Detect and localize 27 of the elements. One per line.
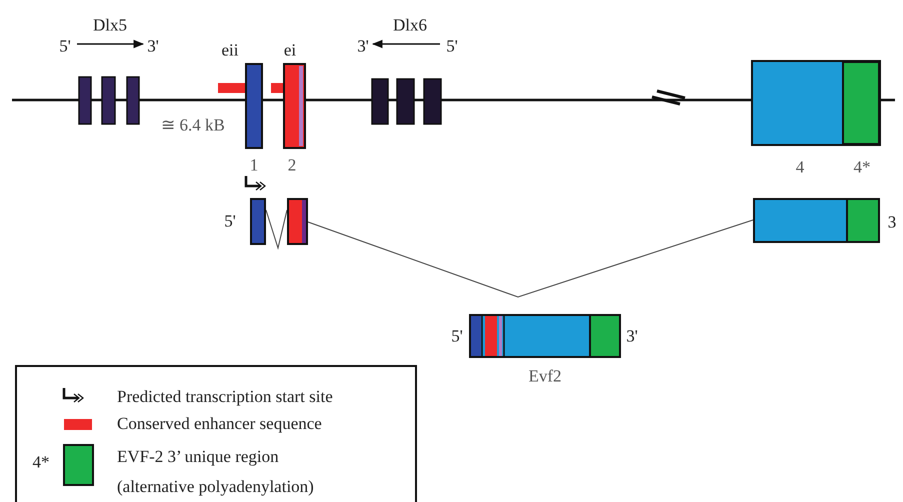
annotation-label: 5' [224,212,236,230]
annotation-label: ≅ 6.4 kB [161,116,225,134]
legend-text: Conserved enhancer sequence [117,413,323,435]
annotation-label: 3' [357,38,369,54]
annotation-label: 4 [796,158,804,176]
annotation-label: 3 [888,214,896,230]
annotation-label: 3' [626,328,638,344]
annotation-label: 3' [147,38,159,54]
annotation-label: eii [222,42,238,58]
annotation-label: Dlx5 [93,16,127,34]
annotation-label: 5' [451,328,463,344]
annotation-label: Dlx6 [393,16,427,34]
annotation-label: 4* [32,454,50,470]
legend-text: Predicted transcription start site [117,386,334,408]
annotation-label: Evf2 [528,368,562,384]
annotation-label: 4* [854,158,870,176]
splice-line [266,210,288,250]
splice-line [308,220,754,298]
annotation-label: 2 [288,156,296,174]
exon-box [287,198,308,245]
annotation-label: 5' [59,38,71,54]
annotation-label: 5' [446,38,458,54]
legend-text: EVF-2 3’ unique region (alternative polyadenylation) [117,446,315,498]
annotation-label: 1 [250,156,258,174]
annotation-label: ei [284,42,296,58]
exon-box [753,198,880,243]
exon-box [250,198,266,245]
